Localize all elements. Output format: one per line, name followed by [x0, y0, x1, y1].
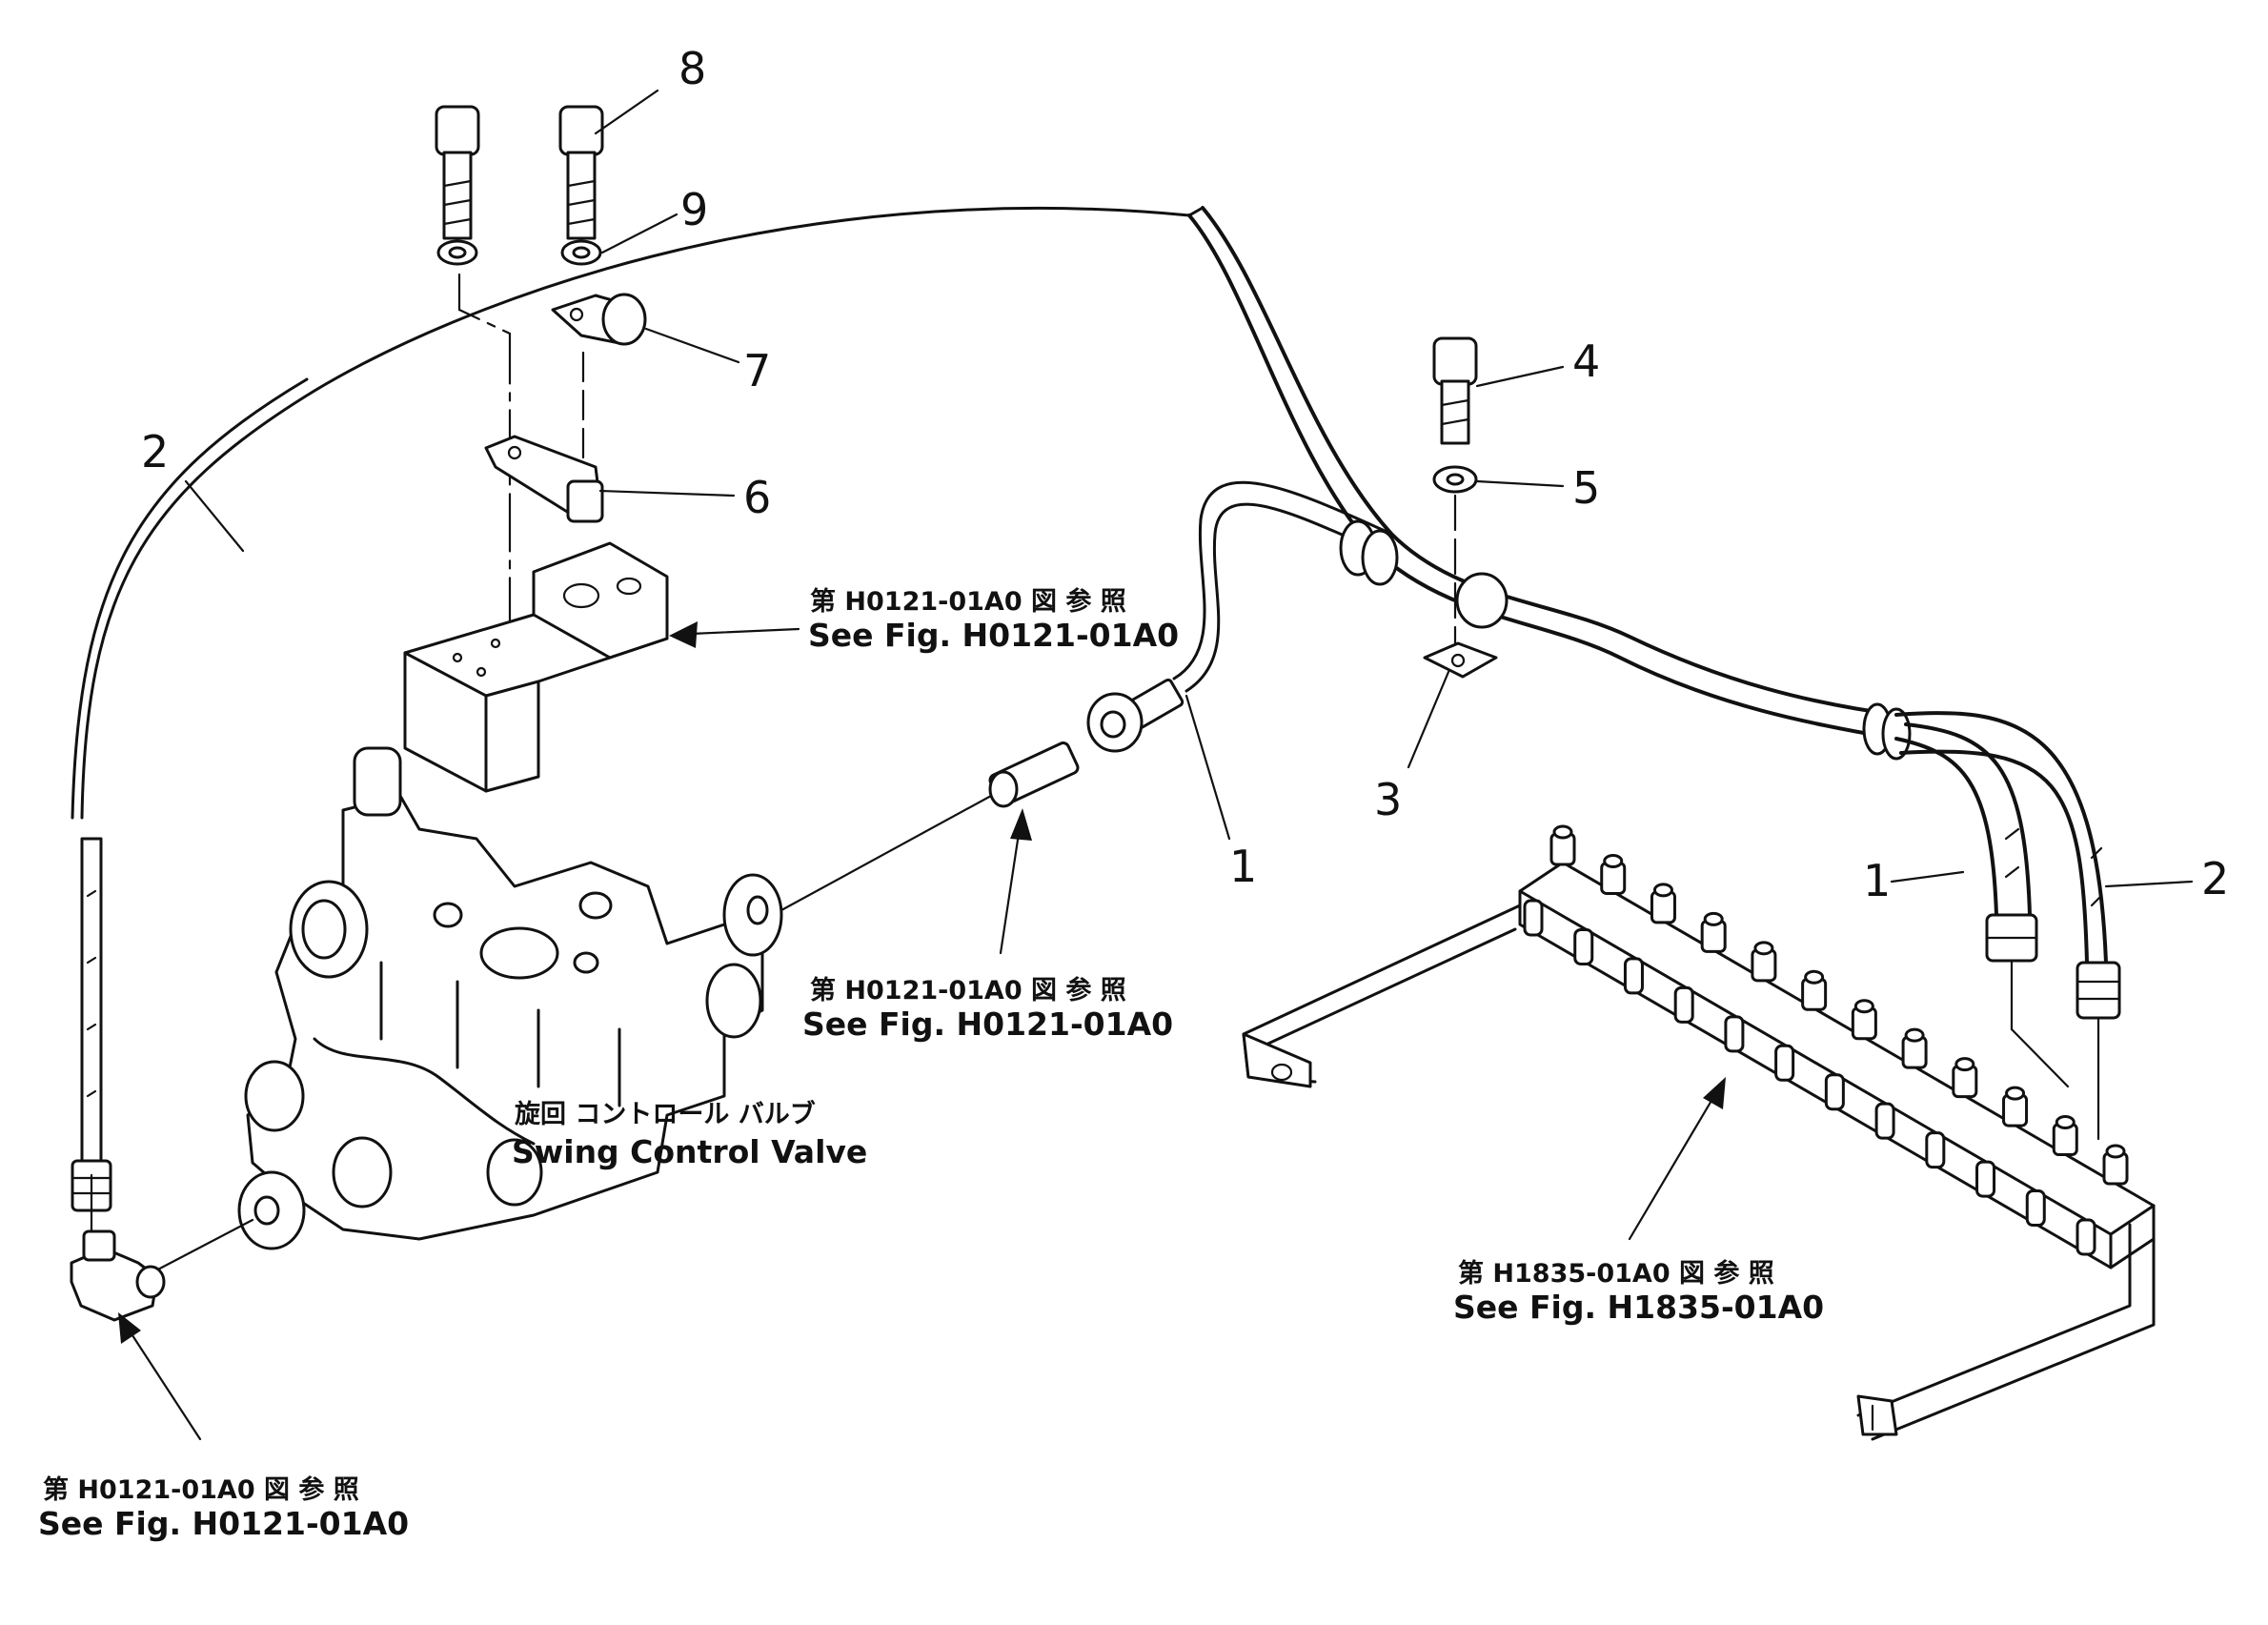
callout-2-left: 2 — [141, 426, 169, 477]
reference-manifold: 第 H1835-01A0 図 参 照 See Fig. H1835-01A0 — [1453, 1258, 1824, 1326]
callout-7: 7 — [743, 345, 771, 396]
elbow-fitting — [70, 1173, 166, 1322]
clamp-3 — [1423, 572, 1509, 679]
callout-4: 4 — [1572, 335, 1600, 387]
manifold-port — [1824, 999, 1877, 1111]
washer-9 — [560, 239, 602, 266]
callout-2-right: 2 — [2201, 853, 2229, 904]
callout-8: 8 — [678, 43, 706, 94]
callout-1-valve: 1 — [1229, 841, 1257, 892]
manifold-port — [1874, 1027, 1928, 1140]
reference-nipple-jp: 第 H0121-01A0 図 参 照 — [810, 975, 1126, 1005]
callout-9: 9 — [680, 184, 708, 235]
callout-3: 3 — [1374, 774, 1402, 825]
reference-manifold-jp: 第 H1835-01A0 図 参 照 — [1458, 1258, 1774, 1289]
reference-arrows — [118, 621, 1726, 1441]
manifold-ports — [1523, 824, 2129, 1256]
reference-manifold-en: See Fig. H1835-01A0 — [1453, 1289, 1824, 1326]
reference-elbow-en: See Fig. H0121-01A0 — [38, 1505, 409, 1542]
manifold-port — [1623, 883, 1676, 995]
reference-solenoid: 第 H0121-01A0 図 参 照 See Fig. H0121-01A0 — [808, 586, 1179, 654]
nipple-fitting — [780, 741, 1080, 912]
swing-valve-label-en: Swing Control Valve — [512, 1133, 867, 1170]
leader-lines — [184, 89, 2194, 888]
manifold-port — [1925, 1057, 1978, 1169]
washer-5 — [1432, 465, 1478, 650]
bolt-set-left — [435, 105, 512, 669]
clamp-7 — [551, 293, 647, 478]
bolt-4 — [1432, 336, 1478, 445]
reference-nipple: 第 H0121-01A0 図 参 照 See Fig. H0121-01A0 — [802, 975, 1173, 1043]
callout-5: 5 — [1572, 462, 1600, 514]
bolt-8 — [558, 105, 604, 240]
manifold-port — [1774, 969, 1828, 1082]
manifold-port — [2025, 1115, 2078, 1228]
reference-solenoid-en: See Fig. H0121-01A0 — [808, 617, 1179, 654]
reference-nipple-en: See Fig. H0121-01A0 — [802, 1005, 1173, 1043]
manifold-port — [2076, 1144, 2129, 1256]
manifold-port — [1673, 911, 1727, 1024]
swing-valve-label: 旋回 コントロール バルブ Swing Control Valve — [512, 1099, 867, 1170]
callout-numbers: 8 9 7 6 2 4 5 3 1 1 2 — [141, 43, 2229, 906]
manifold-port — [1573, 853, 1627, 965]
callout-6: 6 — [743, 472, 771, 523]
manifold-port — [1975, 1086, 2029, 1198]
callout-1-manifold: 1 — [1863, 855, 1891, 906]
manifold-port — [1523, 824, 1576, 937]
solenoid-valve-block — [403, 541, 669, 793]
manifold-port — [1724, 941, 1777, 1053]
swing-valve-label-jp: 旋回 コントロール バルブ — [515, 1099, 816, 1129]
reference-elbow-jp: 第 H0121-01A0 図 参 照 — [43, 1474, 359, 1505]
reference-elbow: 第 H0121-01A0 図 参 照 See Fig. H0121-01A0 — [38, 1474, 409, 1542]
reference-solenoid-jp: 第 H0121-01A0 図 参 照 — [810, 586, 1126, 617]
swing-control-valve-body — [151, 746, 783, 1274]
hose-1-end-fitting — [1086, 678, 1185, 753]
plate-6 — [484, 435, 604, 523]
